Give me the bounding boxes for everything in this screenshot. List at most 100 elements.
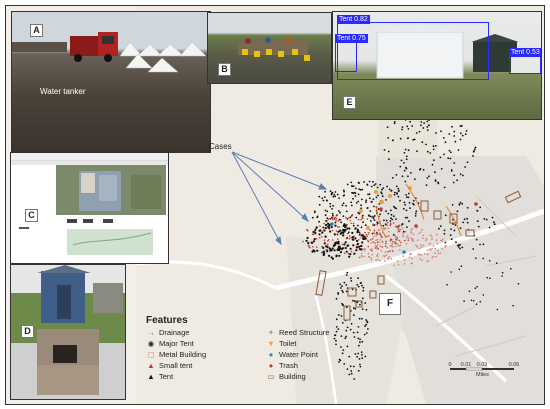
feature-point bbox=[363, 333, 366, 336]
feature-point bbox=[327, 239, 330, 241]
feature-point bbox=[476, 285, 478, 288]
feature-point bbox=[361, 317, 363, 320]
photo-panel-b[interactable]: B bbox=[207, 12, 332, 84]
feature-point bbox=[306, 236, 309, 239]
scale-segment bbox=[465, 367, 483, 371]
feature-point bbox=[488, 226, 491, 229]
feature-point bbox=[401, 227, 404, 229]
feature-point bbox=[376, 255, 379, 258]
legend-item: ●Trash bbox=[266, 361, 298, 370]
sidebar-line bbox=[19, 227, 29, 229]
feature-point bbox=[376, 221, 379, 224]
feature-point bbox=[395, 185, 398, 188]
feature-point bbox=[369, 248, 372, 251]
feature-point bbox=[390, 213, 393, 216]
feature-point bbox=[353, 378, 356, 380]
feature-point bbox=[385, 210, 387, 213]
feature-point bbox=[426, 249, 429, 252]
feature-point bbox=[453, 135, 456, 137]
feature-point bbox=[407, 128, 410, 130]
detection-label: Tent 0.75 bbox=[335, 34, 368, 43]
feature-point bbox=[342, 194, 345, 197]
feature-point bbox=[397, 187, 400, 190]
feature-point bbox=[379, 234, 382, 236]
screenshot-panel-c[interactable]: C bbox=[10, 152, 169, 264]
feature-point bbox=[350, 236, 353, 239]
feature-point bbox=[448, 133, 451, 135]
feature-point bbox=[399, 199, 401, 202]
photo-panel-a[interactable]: Water tanker A bbox=[11, 11, 211, 153]
feature-point bbox=[360, 207, 362, 210]
feature-point bbox=[405, 155, 408, 158]
thumbnail[interactable] bbox=[103, 219, 113, 223]
feature-point bbox=[315, 226, 318, 229]
feature-point bbox=[375, 259, 377, 262]
crowd-with-jerrycans bbox=[238, 37, 310, 61]
tent bbox=[147, 57, 179, 73]
feature-point bbox=[358, 344, 360, 347]
feature-point bbox=[333, 249, 336, 252]
feature-point bbox=[479, 206, 482, 209]
feature-point bbox=[473, 148, 476, 151]
feature-point bbox=[372, 231, 375, 234]
feature-point bbox=[347, 244, 350, 247]
feature-point bbox=[443, 229, 446, 232]
feature-point bbox=[410, 228, 413, 231]
feature-point bbox=[337, 238, 339, 240]
toilet-point bbox=[380, 200, 384, 204]
feature-point bbox=[399, 165, 402, 168]
feature-point bbox=[365, 319, 367, 321]
feature-point bbox=[385, 240, 387, 243]
feature-point bbox=[381, 236, 383, 239]
feature-point bbox=[414, 212, 417, 215]
feature-point bbox=[392, 222, 395, 224]
feature-point bbox=[346, 227, 349, 230]
feature-point bbox=[361, 241, 364, 244]
feature-point bbox=[318, 195, 321, 198]
feature-point bbox=[369, 229, 371, 232]
feature-point bbox=[353, 336, 356, 338]
feature-point bbox=[450, 238, 453, 241]
photo-panel-e[interactable]: Tent 0.82 Tent 0.75 Tent 0.53 E bbox=[332, 11, 542, 120]
trash-point bbox=[474, 202, 478, 206]
feature-point bbox=[373, 219, 376, 222]
feature-point bbox=[364, 355, 367, 358]
feature-point bbox=[388, 188, 391, 191]
feature-point bbox=[372, 224, 375, 226]
feature-point bbox=[381, 246, 384, 248]
tent bbox=[137, 43, 163, 57]
feature-point bbox=[351, 214, 354, 216]
building-outline bbox=[377, 275, 385, 285]
feature-point bbox=[361, 297, 364, 300]
feature-point bbox=[318, 203, 321, 206]
feature-point bbox=[369, 210, 372, 213]
building-outline bbox=[315, 270, 327, 296]
feature-point bbox=[394, 191, 396, 194]
feature-point bbox=[439, 225, 442, 228]
building-outline bbox=[355, 300, 363, 308]
feature-point bbox=[350, 204, 353, 207]
feature-point bbox=[426, 177, 429, 179]
feature-point bbox=[361, 217, 364, 220]
feature-point bbox=[419, 231, 422, 234]
feature-point bbox=[335, 330, 338, 333]
feature-point bbox=[378, 229, 380, 231]
feature-point bbox=[404, 239, 406, 242]
feature-point bbox=[459, 138, 462, 141]
feature-point bbox=[361, 198, 363, 201]
feature-point bbox=[325, 249, 327, 251]
photo-panel-d[interactable]: D bbox=[10, 264, 126, 400]
thumbnail[interactable] bbox=[83, 219, 93, 223]
feature-point bbox=[352, 299, 354, 302]
feature-point bbox=[463, 300, 465, 302]
thumbnail[interactable] bbox=[67, 219, 77, 223]
tent-icon: ▲ bbox=[147, 372, 155, 381]
feature-point bbox=[335, 217, 338, 220]
feature-point bbox=[338, 248, 341, 252]
feature-point bbox=[331, 257, 334, 260]
feature-point bbox=[426, 129, 429, 131]
feature-point bbox=[341, 285, 343, 288]
legend-item-label: Trash bbox=[279, 361, 298, 370]
feature-point bbox=[435, 239, 438, 242]
